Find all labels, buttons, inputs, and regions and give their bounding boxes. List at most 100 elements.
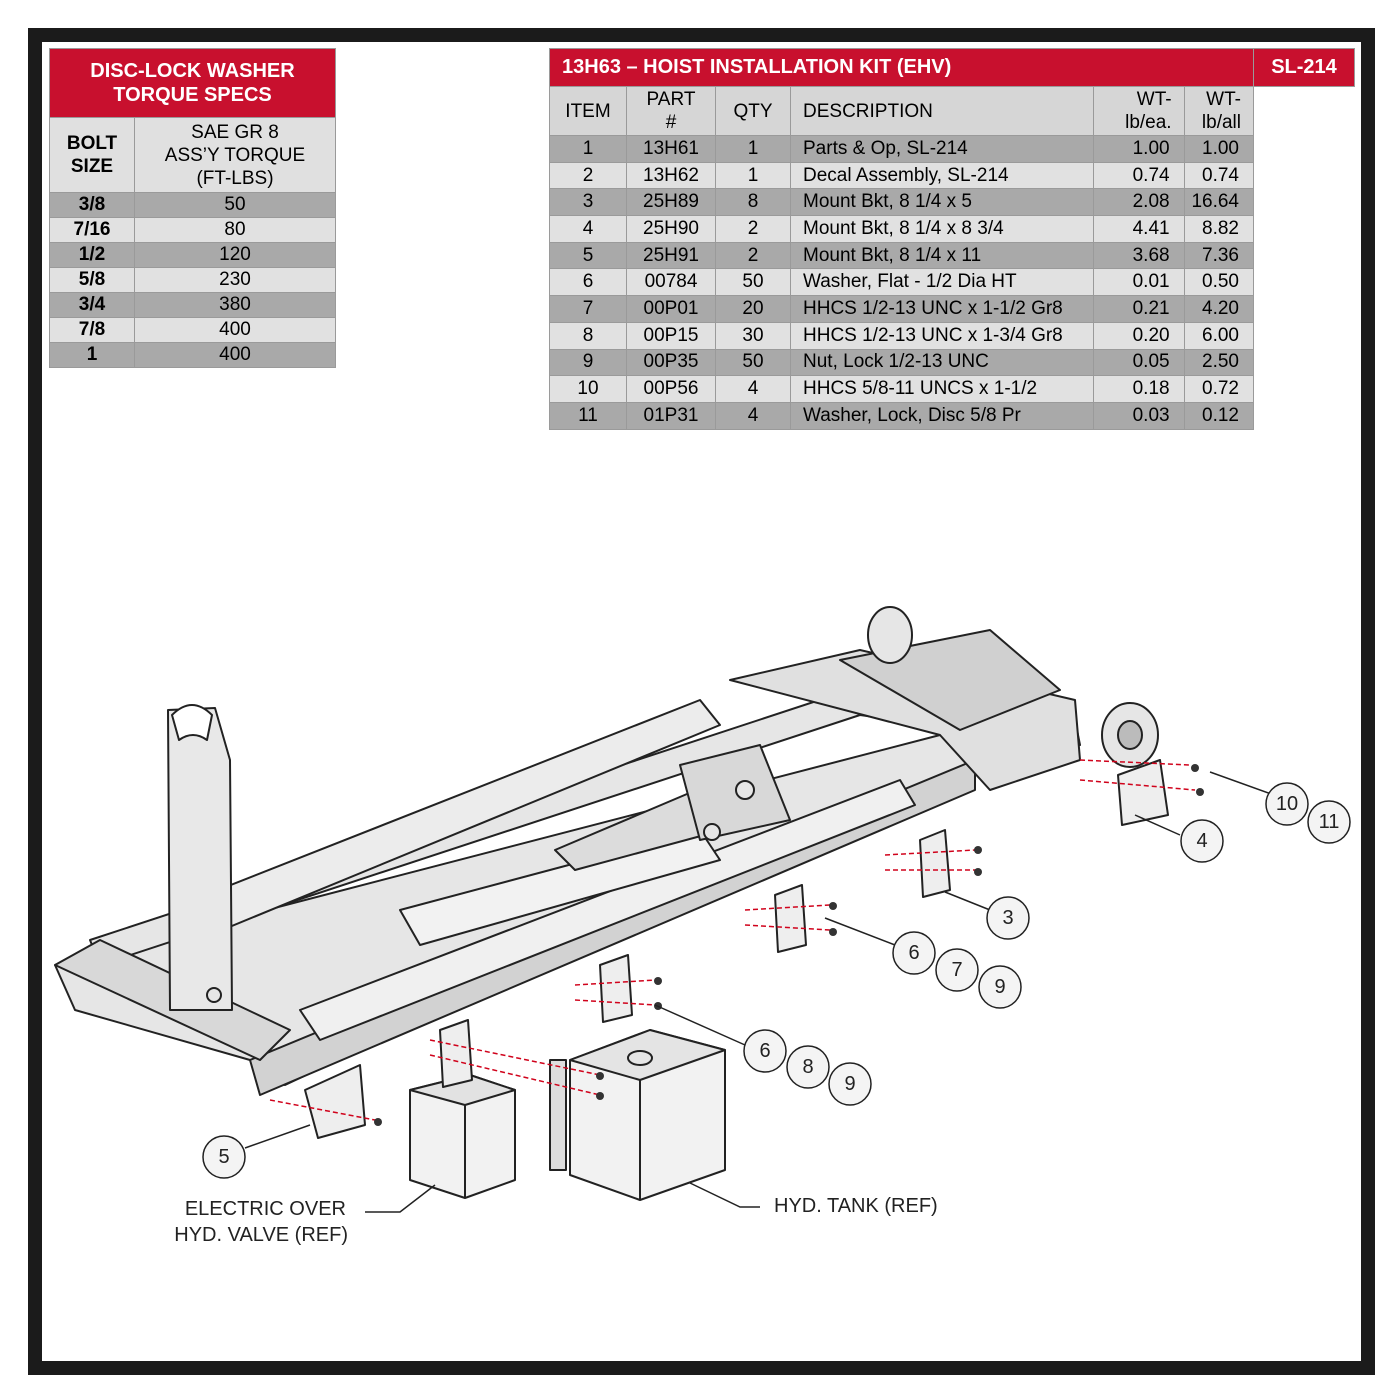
torque-value-cell: 80 <box>134 217 336 243</box>
callout-11: 11 <box>1307 800 1351 844</box>
bracket-item-5 <box>304 1064 366 1139</box>
bracket-item-4 <box>1117 759 1169 826</box>
bracket-item-3b <box>774 884 807 953</box>
svg-text:9: 9 <box>994 976 1005 998</box>
wt-ea-cell: 4.41 <box>1092 215 1185 243</box>
description-cell: Nut, Lock 1/2-13 UNC <box>790 348 1094 377</box>
part-cell: 13H61 <box>626 135 716 163</box>
item-cell: 8 <box>549 321 627 350</box>
wt-ea-cell: 0.01 <box>1092 268 1185 297</box>
description-cell: Mount Bkt, 8 1/4 x 11 <box>790 241 1094 270</box>
hook-arm <box>167 707 233 1011</box>
qty-cell: 8 <box>715 188 791 217</box>
wt-ea-cell: 0.20 <box>1092 321 1185 350</box>
description-cell: Washer, Lock, Disc 5/8 Pr <box>790 401 1094 430</box>
description-cell: HHCS 5/8-11 UNCS x 1-1/2 <box>790 375 1094 403</box>
wt-all-cell: 8.82 <box>1183 215 1255 243</box>
kit-table-title: 13H63 – HOIST INSTALLATION KIT (EHV) <box>549 48 1254 87</box>
wt-ea-cell: 0.74 <box>1092 161 1185 190</box>
callout-5: 5 <box>202 1135 246 1179</box>
item-cell: 7 <box>549 295 627 323</box>
wt-ea-cell: 0.05 <box>1092 348 1185 377</box>
svg-text:6: 6 <box>908 942 919 964</box>
part-cell: 25H90 <box>626 215 716 243</box>
svg-text:6: 6 <box>759 1040 770 1062</box>
wt-all-cell: 16.64 <box>1183 188 1255 217</box>
part-cell: 01P31 <box>626 401 716 430</box>
hoist-kit-table: 13H63 – HOIST INSTALLATION KIT (EHV) SL-… <box>549 48 1355 430</box>
bracket-item-3 <box>919 829 951 898</box>
callout-9a: 9 <box>978 965 1022 1009</box>
item-cell: 10 <box>549 375 627 403</box>
wt-all-cell: 1.00 <box>1183 135 1255 163</box>
qty-cell: 1 <box>715 161 791 190</box>
qty-cell: 1 <box>715 135 791 163</box>
torque-value-cell: 380 <box>134 292 336 318</box>
wt-all-header: WT-lb/all <box>1183 86 1255 136</box>
svg-text:10: 10 <box>1276 793 1298 815</box>
item-cell: 1 <box>549 135 627 163</box>
qty-cell: 2 <box>715 215 791 243</box>
bolt-size-cell: 7/8 <box>49 317 135 343</box>
tank-label: HYD. TANK (REF) <box>774 1195 938 1217</box>
description-cell: Parts & Op, SL-214 <box>790 135 1094 163</box>
part-cell: 00P35 <box>626 348 716 377</box>
bolt-alignment-lines <box>269 759 1196 1121</box>
wt-ea-cell: 1.00 <box>1092 135 1185 163</box>
wt-all-cell: 7.36 <box>1183 241 1255 270</box>
callout-9b: 9 <box>828 1062 872 1106</box>
wt-all-cell: 0.12 <box>1183 401 1255 430</box>
torque-value-cell: 230 <box>134 267 336 293</box>
qty-header: QTY <box>715 86 791 136</box>
torque-value-cell: 400 <box>134 342 336 368</box>
bolt-heads <box>374 764 1204 1126</box>
svg-text:9: 9 <box>844 1073 855 1095</box>
part-cell: 13H62 <box>626 161 716 190</box>
svg-text:8: 8 <box>802 1056 813 1078</box>
description-cell: HHCS 1/2-13 UNC x 1-1/2 Gr8 <box>790 295 1094 323</box>
bolt-size-cell: 5/8 <box>49 267 135 293</box>
qty-cell: 4 <box>715 401 791 430</box>
description-cell: Washer, Flat - 1/2 Dia HT <box>790 268 1094 297</box>
item-cell: 11 <box>549 401 627 430</box>
wt-ea-cell: 0.03 <box>1092 401 1185 430</box>
wt-ea-cell: 2.08 <box>1092 188 1185 217</box>
torque-value-cell: 400 <box>134 317 336 343</box>
wt-all-cell: 0.72 <box>1183 375 1255 403</box>
description-header: DESCRIPTION <box>790 86 1094 136</box>
svg-text:11: 11 <box>1319 811 1340 833</box>
description-cell: Mount Bkt, 8 1/4 x 5 <box>790 188 1094 217</box>
valve-label-line1: ELECTRIC OVER <box>185 1198 346 1220</box>
callout-4: 4 <box>1180 819 1224 863</box>
svg-text:3: 3 <box>1002 907 1013 929</box>
item-cell: 2 <box>549 161 627 190</box>
bolt-size-cell: 1/2 <box>49 242 135 268</box>
svg-text:7: 7 <box>951 959 962 981</box>
valve-label-line2: HYD. VALVE (REF) <box>174 1224 348 1246</box>
description-cell: Decal Assembly, SL-214 <box>790 161 1094 190</box>
part-cell: 25H91 <box>626 241 716 270</box>
callout-10: 10 <box>1265 782 1309 826</box>
callout-8: 8 <box>786 1045 830 1089</box>
wt-all-cell: 0.74 <box>1183 161 1255 190</box>
callout-bubbles: 10 11 4 3 6 7 9 6 8 9 5 <box>202 782 1351 1179</box>
tank-cap <box>627 1050 653 1066</box>
svg-text:5: 5 <box>218 1146 229 1168</box>
qty-cell: 50 <box>715 268 791 297</box>
